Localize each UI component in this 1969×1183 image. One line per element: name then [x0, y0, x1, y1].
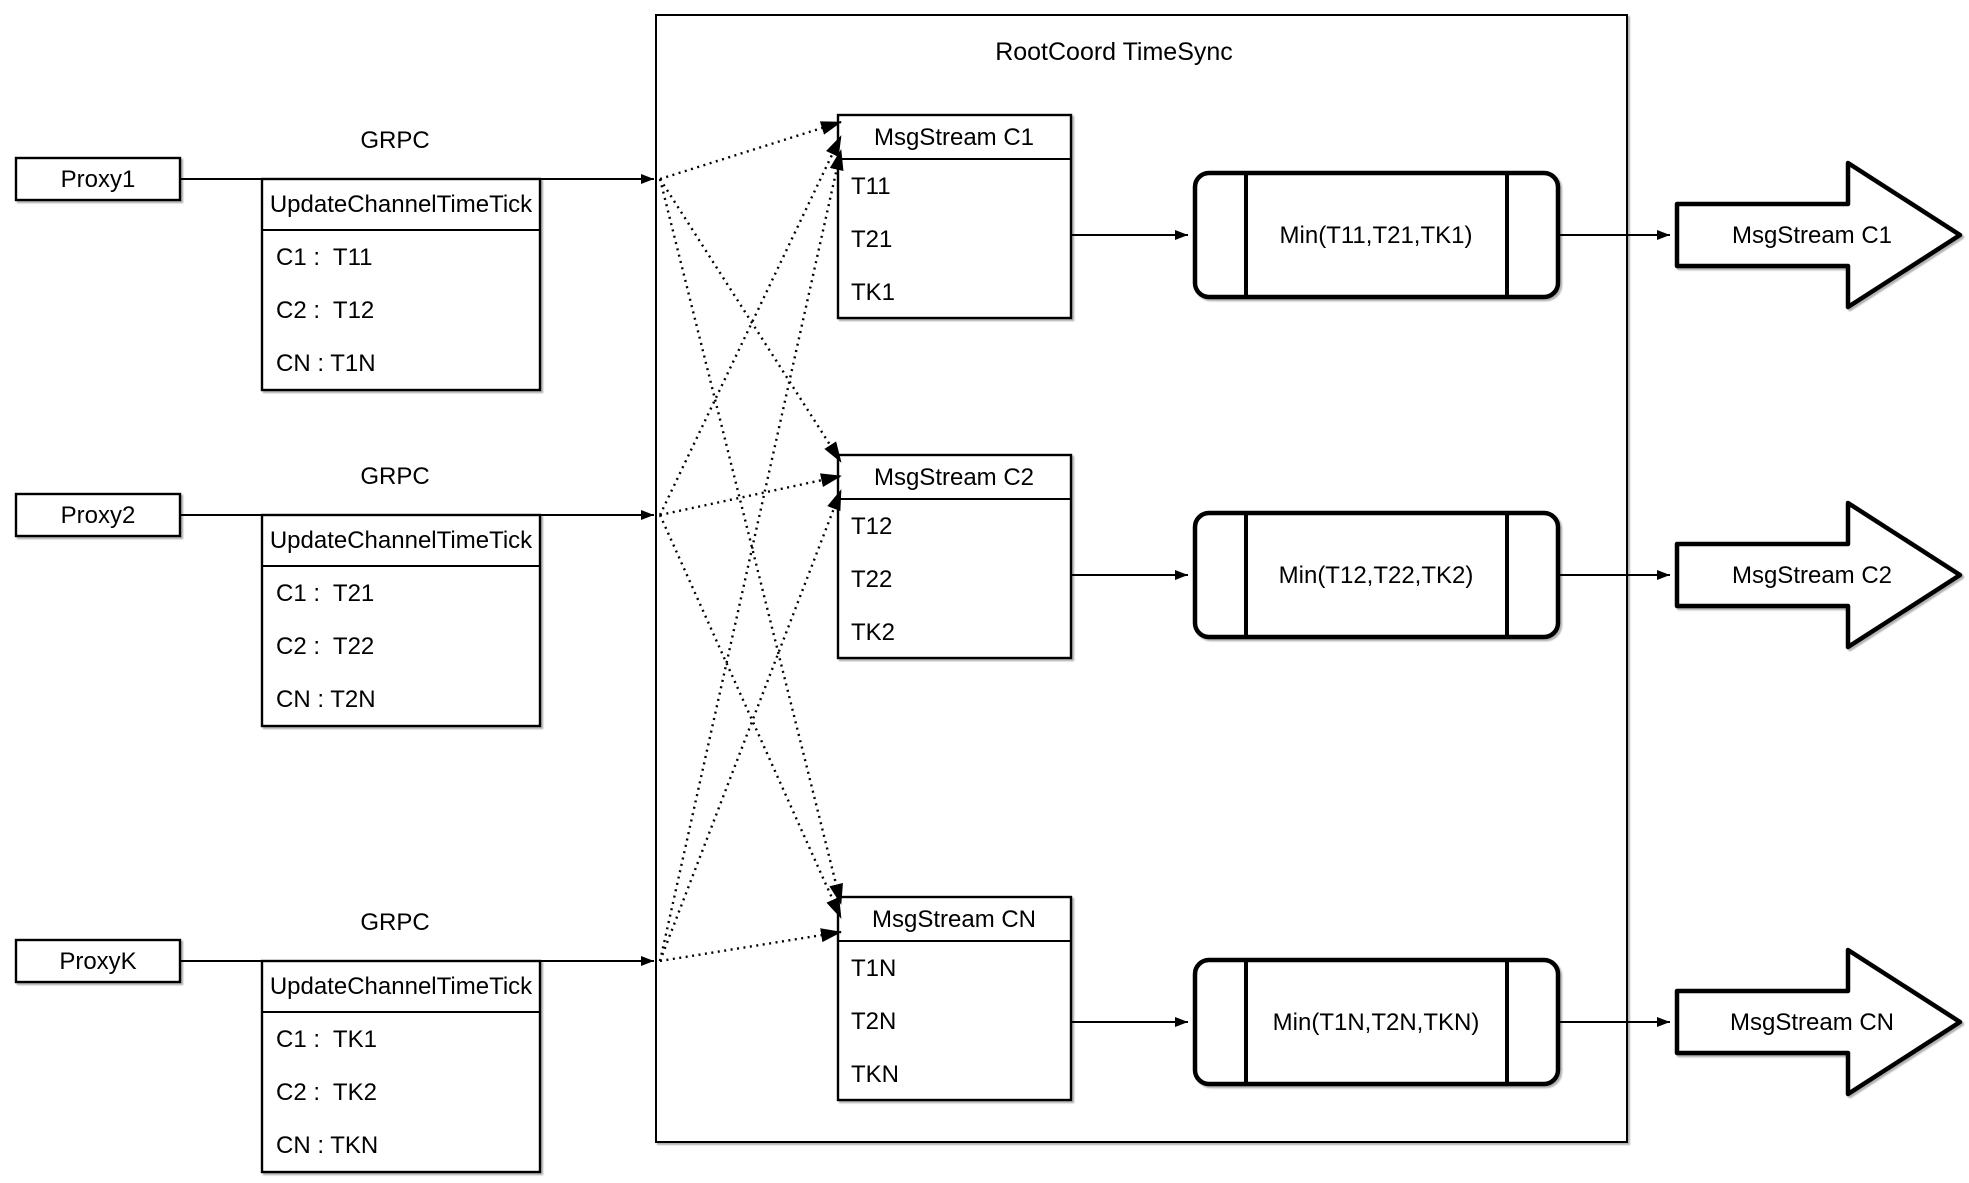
proxy2-label: Proxy2	[61, 502, 136, 529]
table-row: T11	[851, 173, 891, 200]
grpc-label-1: GRPC	[360, 127, 429, 154]
table-row: TK2	[851, 619, 895, 646]
table-row: CN : T2N	[276, 686, 376, 713]
table-row: C2 : TK2	[276, 1079, 377, 1106]
msgstream-buffer-cn: MsgStream CN T1N T2N TKN	[836, 895, 1073, 1102]
table-header: UpdateChannelTimeTick	[270, 191, 533, 218]
table-row: T22	[851, 566, 892, 593]
table-row: CN : T1N	[276, 350, 376, 377]
table-row: C1 : TK1	[276, 1026, 377, 1053]
dotted-link-p1-c2	[658, 178, 843, 463]
dotted-link-pk-cn	[659, 928, 842, 963]
output-arrow-c1: MsgStream C1	[1674, 160, 1963, 310]
dotted-link-p2-c2	[659, 473, 842, 517]
proxyk-box	[14, 938, 182, 984]
table-row: C1 : T21	[276, 580, 374, 607]
output-arrow-cn: MsgStream CN	[1674, 947, 1963, 1097]
proxy1-box	[14, 156, 182, 202]
table-row: T2N	[851, 1008, 896, 1035]
min-reducer-c2: Min(T12,T22,TK2)	[1071, 510, 1670, 640]
table-outline	[836, 453, 1073, 660]
block-arrow-shape	[1674, 160, 1963, 310]
table-outline	[836, 113, 1073, 320]
min-expression: Min(T11,T21,TK1)	[1280, 222, 1473, 249]
table-row: C1 : T11	[276, 244, 373, 271]
proxyk-group: ProxyK GRPC UpdateChannelTimeTick C1 : T…	[14, 909, 654, 1174]
proxy1-group: Proxy1 GRPC UpdateChannelTimeTick C1 : T…	[14, 127, 654, 392]
update-channel-timetick-table-2: UpdateChannelTimeTick C1 : T21 C2 : T22 …	[260, 513, 542, 728]
proxy1-label: Proxy1	[61, 166, 136, 193]
table-header: UpdateChannelTimeTick	[270, 527, 533, 554]
min-expression: Min(T12,T22,TK2)	[1279, 562, 1474, 589]
table-row: TKN	[851, 1061, 899, 1088]
rootcoord-timesync-title: RootCoord TimeSync	[995, 38, 1233, 66]
grpc-label-3: GRPC	[360, 909, 429, 936]
table-header: UpdateChannelTimeTick	[270, 973, 533, 1000]
dotted-link-p1-cn	[658, 178, 843, 905]
table-row: TK1	[851, 279, 895, 306]
table-outline	[260, 513, 542, 728]
proxyk-label: ProxyK	[59, 948, 136, 975]
min-reducer-c1: Min(T11,T21,TK1)	[1071, 170, 1670, 300]
output-arrow-c2: MsgStream C2	[1674, 500, 1963, 650]
table-row: T12	[851, 513, 892, 540]
proxy2-group: Proxy2 GRPC UpdateChannelTimeTick C1 : T…	[14, 463, 654, 728]
update-channel-timetick-table-1: UpdateChannelTimeTick C1 : T11 C2 : T12 …	[260, 177, 542, 392]
table-header: MsgStream C1	[874, 124, 1034, 151]
grpc-label-2: GRPC	[360, 463, 429, 490]
update-channel-timetick-table-3: UpdateChannelTimeTick C1 : TK1 C2 : TK2 …	[260, 959, 542, 1174]
table-row: C2 : T22	[276, 633, 374, 660]
table-outline	[260, 959, 542, 1174]
output-stream-label: MsgStream C2	[1732, 562, 1892, 589]
output-stream-label: MsgStream CN	[1730, 1009, 1894, 1036]
block-arrow-shape	[1674, 500, 1963, 650]
msgstream-buffer-c1: MsgStream C1 T11 T21 TK1	[836, 113, 1073, 320]
block-arrow-shape	[1674, 947, 1963, 1097]
min-expression: Min(T1N,T2N,TKN)	[1273, 1009, 1480, 1036]
proxy2-box	[14, 492, 182, 538]
output-stream-label: MsgStream C1	[1732, 222, 1892, 249]
table-row: CN : TKN	[276, 1132, 378, 1159]
timetick-fanout-links	[658, 120, 844, 963]
table-outline	[260, 177, 542, 392]
msgstream-buffer-c2: MsgStream C2 T12 T22 TK2	[836, 453, 1073, 660]
table-row: C2 : T12	[276, 297, 374, 324]
table-header: MsgStream C2	[874, 464, 1034, 491]
table-row: T1N	[851, 955, 896, 982]
table-outline	[836, 895, 1073, 1102]
dotted-link-pk-c1	[658, 149, 844, 962]
min-reducer-cn: Min(T1N,T2N,TKN)	[1071, 957, 1670, 1087]
table-header: MsgStream CN	[872, 906, 1036, 933]
table-row: T21	[851, 226, 892, 253]
